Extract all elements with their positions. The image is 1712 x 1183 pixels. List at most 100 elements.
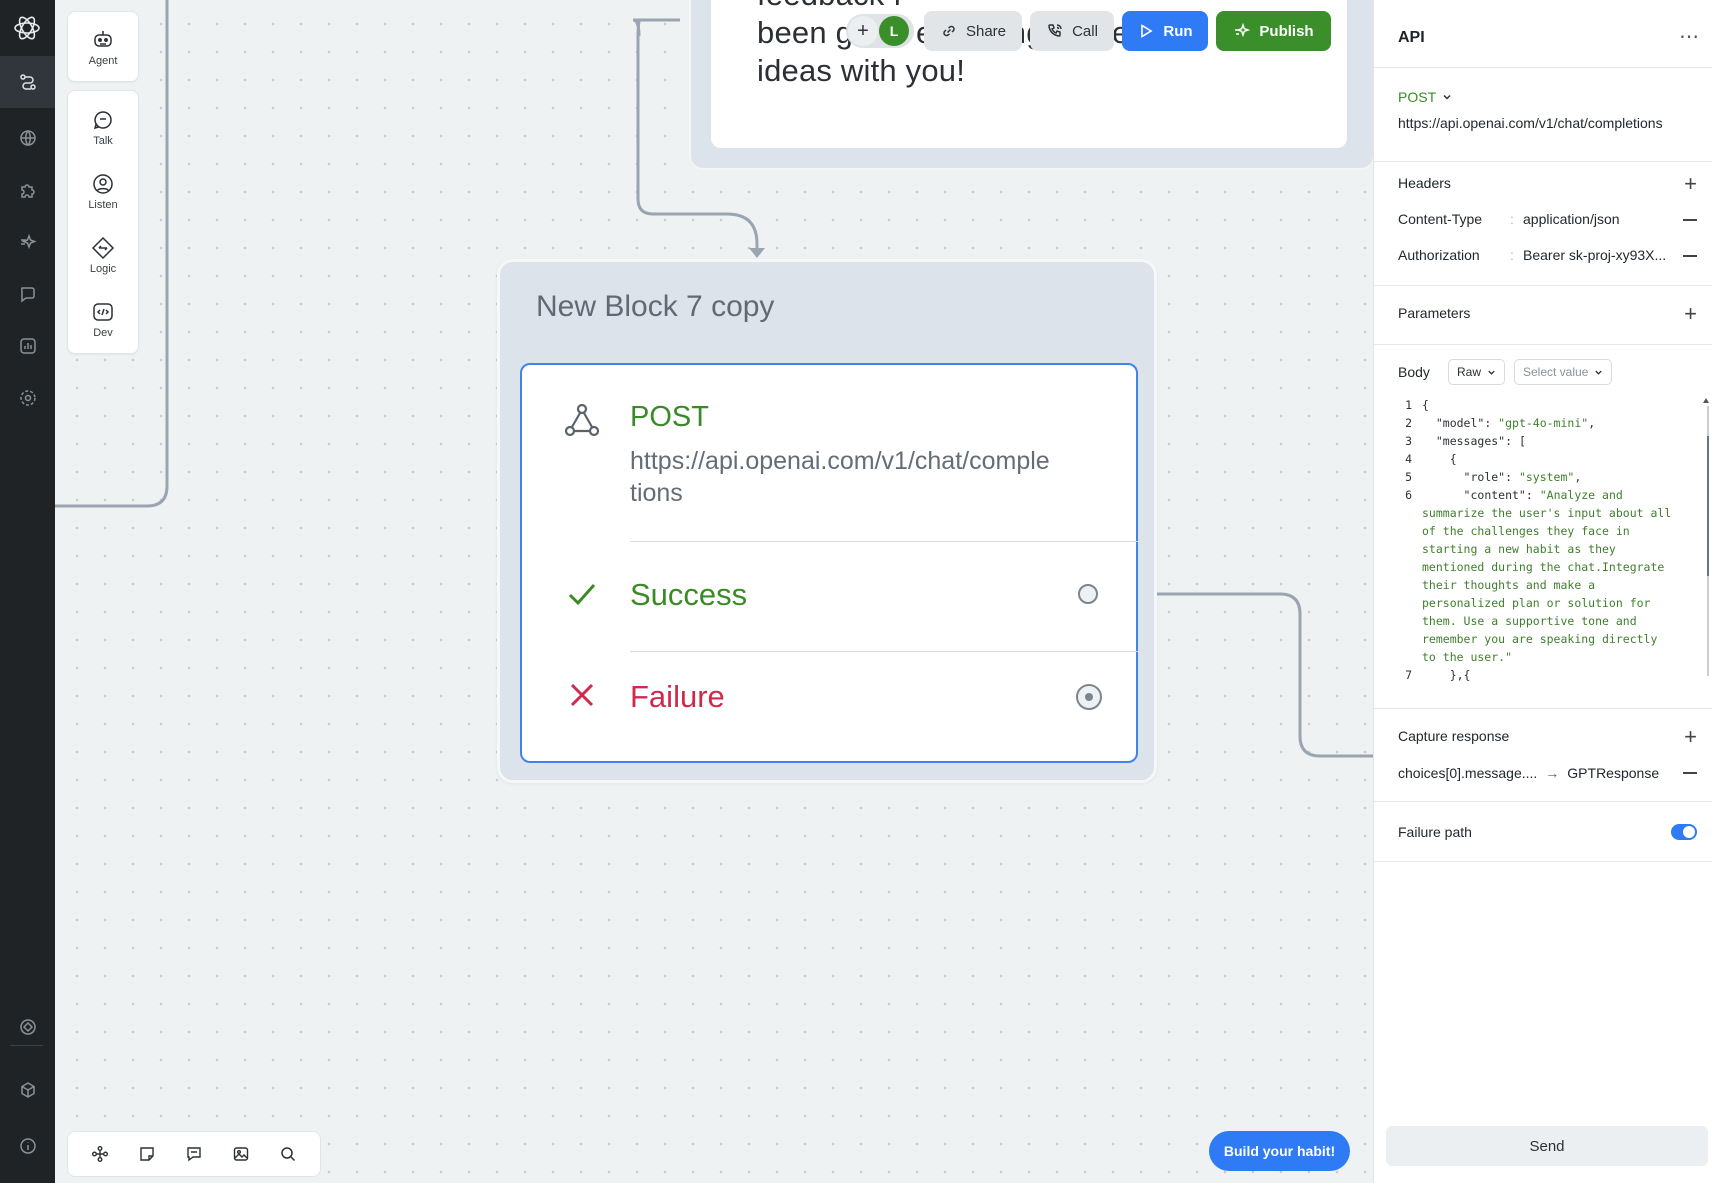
code-line: 3 "messages": [ [1405, 434, 1526, 448]
panel-title: API [1398, 29, 1425, 46]
success-port[interactable] [1078, 584, 1098, 604]
check-icon [568, 584, 596, 606]
call-label: Call [1072, 22, 1098, 40]
dev-label: Dev [93, 326, 113, 339]
divider [630, 541, 1138, 542]
settings-nav-button[interactable] [0, 372, 55, 424]
header-key: Authorization [1398, 247, 1480, 263]
nodes-tool[interactable] [88, 1142, 112, 1166]
publish-label: Publish [1259, 22, 1314, 40]
flow-canvas[interactable]: Agent Talk Listen Logic Dev feedback f b… [55, 0, 1373, 1183]
remove-header-button[interactable] [1683, 255, 1697, 257]
body-code-editor[interactable]: 1{ 2 "model": "gpt-4o-mini", 3 "messages… [1394, 396, 1684, 696]
code-line: 6 "content": "Analyze and summarize the … [1405, 488, 1679, 664]
puzzle-icon [20, 184, 35, 198]
capture-title: Capture response [1398, 728, 1510, 744]
note-tool[interactable] [135, 1142, 159, 1166]
add-capture-button[interactable]: + [1684, 724, 1697, 749]
rail-divider [10, 1045, 43, 1046]
logic-tool[interactable]: Logic [68, 223, 138, 287]
headers-title: Headers [1398, 175, 1451, 191]
add-parameter-button[interactable]: + [1684, 301, 1697, 326]
target-nav-button[interactable] [0, 1001, 55, 1053]
canvas-toolbar [67, 1131, 321, 1177]
avatar[interactable]: L [879, 16, 909, 46]
method-value: POST [1398, 89, 1437, 105]
integrations-nav-button[interactable] [0, 164, 55, 216]
build-your-habit-button[interactable]: Build your habit! [1209, 1131, 1350, 1171]
api-url: https://api.openai.com/v1/chat/comple ti… [630, 445, 1110, 509]
agent-label: Agent [88, 55, 118, 67]
share-button[interactable]: Share [924, 11, 1022, 51]
talk-icon [93, 110, 112, 129]
share-label: Share [965, 22, 1007, 40]
api-step-card[interactable]: POST https://api.openai.com/v1/chat/comp… [520, 363, 1138, 763]
url-input[interactable]: https://api.openai.com/v1/chat/completio… [1398, 115, 1663, 131]
code-line: 1{ [1405, 398, 1429, 412]
invite-button[interactable]: + [848, 16, 878, 46]
webhook-icon [564, 403, 600, 437]
logic-icon [91, 236, 115, 259]
body-value-select[interactable]: Select value [1514, 359, 1613, 385]
search-tool[interactable] [276, 1142, 300, 1166]
chevron-down-icon [1443, 94, 1451, 100]
send-button[interactable]: Send [1386, 1126, 1708, 1166]
call-button[interactable]: Call [1030, 11, 1114, 51]
conversations-nav-button[interactable] [0, 268, 55, 320]
message-line-3: ideas with you! [757, 53, 966, 88]
globe-nav-button[interactable] [0, 112, 55, 164]
api-method: POST [630, 401, 709, 433]
phone-icon [1048, 24, 1062, 37]
parameters-section: Parameters + [1374, 286, 1712, 345]
agent-tool[interactable]: Agent [68, 12, 138, 83]
image-tool[interactable] [229, 1142, 253, 1166]
method-select[interactable]: POST [1398, 89, 1452, 105]
top-toolbar: Share Call Run Publish [924, 11, 1331, 51]
failure-path-toggle[interactable] [1671, 824, 1697, 840]
info-nav-button[interactable] [0, 1120, 55, 1172]
talk-tool[interactable]: Talk [68, 95, 138, 159]
listen-icon [93, 173, 113, 194]
logic-label: Logic [89, 262, 117, 275]
divider [630, 651, 1138, 652]
failure-port[interactable] [1076, 684, 1102, 710]
publish-button[interactable]: Publish [1216, 11, 1331, 51]
dev-tool[interactable]: Dev [68, 287, 138, 351]
publish-nav-button[interactable] [0, 216, 55, 268]
close-icon [570, 683, 594, 707]
remove-header-button[interactable] [1683, 219, 1697, 221]
workflow-nav-button[interactable] [0, 56, 55, 108]
arrow-right-icon: → [1545, 765, 1560, 781]
api-block[interactable]: New Block 7 copy POST https://api.openai… [497, 259, 1157, 783]
remove-capture-button[interactable] [1683, 772, 1697, 774]
header-value: Bearer sk-proj-xy93X... [1523, 247, 1667, 263]
header-value: application/json [1523, 211, 1620, 227]
code-scrollbar[interactable] [1702, 396, 1710, 694]
app-logo-icon[interactable] [8, 10, 46, 46]
add-header-button[interactable]: + [1684, 171, 1697, 196]
block-title[interactable]: New Block 7 copy [536, 290, 775, 323]
more-options-icon[interactable]: ⋯ [1679, 26, 1699, 48]
agent-palette: Agent [67, 11, 139, 82]
header-row[interactable]: Content-Type : application/json [1398, 211, 1620, 227]
chevron-down-icon [1488, 370, 1495, 375]
header-key: Content-Type [1398, 211, 1483, 227]
capture-row[interactable]: choices[0].message.... → GPTResponse [1398, 765, 1659, 781]
header-row[interactable]: Authorization : Bearer sk-proj-xy93X... [1398, 247, 1666, 263]
comment-tool[interactable] [182, 1142, 206, 1166]
run-button[interactable]: Run [1122, 11, 1208, 51]
image-icon [233, 1147, 249, 1161]
success-path-label: Success [630, 577, 748, 612]
workflow-icon [19, 74, 36, 90]
failure-path-title: Failure path [1398, 824, 1472, 840]
body-type-select[interactable]: Raw [1448, 359, 1506, 385]
panel-header: API ⋯ [1374, 0, 1712, 68]
request-section: POST https://api.openai.com/v1/chat/comp… [1374, 68, 1712, 162]
listen-tool[interactable]: Listen [68, 159, 138, 223]
left-nav-rail [0, 0, 55, 1183]
headers-section: Headers + Content-Type : application/jso… [1374, 162, 1712, 286]
analytics-nav-button[interactable] [0, 320, 55, 372]
capture-response-section: Capture response + choices[0].message...… [1374, 709, 1712, 802]
cube-icon [20, 1082, 35, 1098]
cube-nav-button[interactable] [0, 1064, 55, 1116]
